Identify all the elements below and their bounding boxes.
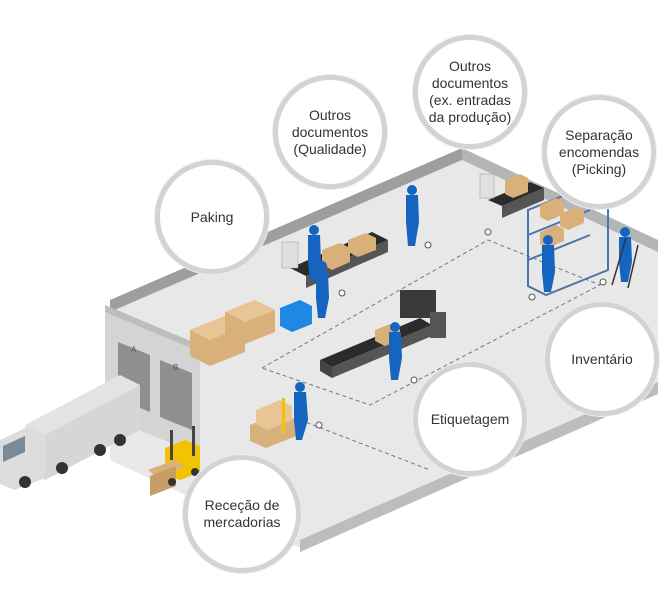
bubble-paking: Paking bbox=[155, 160, 269, 274]
conveyor-packing bbox=[280, 225, 388, 332]
bubble-qualidade-label: Outros documentos (Qualidade) bbox=[291, 106, 369, 157]
dashed-route bbox=[261, 239, 602, 406]
dock-door-b bbox=[160, 360, 192, 430]
forklift bbox=[148, 426, 200, 496]
bubble-rececao-mercadorias: Receção de mercadorias bbox=[183, 455, 301, 573]
bubble-rececao-label: Receção de mercadorias bbox=[203, 497, 281, 530]
quality-worker bbox=[406, 185, 419, 246]
door-label-b: B bbox=[173, 363, 178, 372]
dock-wall-top bbox=[105, 305, 200, 352]
conveyor-labelling bbox=[320, 290, 446, 380]
pallet-stack-dock bbox=[190, 300, 275, 366]
bubble-outros-documentos-producao: Outros documentos (ex. entradas da produ… bbox=[413, 35, 527, 149]
bubble-etiquetagem: Etiquetagem bbox=[413, 362, 527, 476]
bubble-paking-label: Paking bbox=[190, 208, 234, 225]
reception-area bbox=[250, 382, 308, 448]
conveyor-production bbox=[479, 173, 544, 218]
route-nodes bbox=[315, 228, 607, 429]
bubble-producao-label: Outros documentos (ex. entradas da produ… bbox=[428, 58, 512, 125]
bubble-separacao-encomendas: Separação encomendas (Picking) bbox=[542, 95, 656, 209]
door-label-a: A bbox=[131, 345, 137, 354]
bubble-separacao-label: Separação encomendas (Picking) bbox=[558, 126, 640, 177]
bubble-inventario-label: Inventário bbox=[571, 350, 633, 367]
delivery-truck bbox=[0, 375, 140, 490]
bubble-outros-documentos-qualidade: Outros documentos (Qualidade) bbox=[273, 75, 387, 189]
bubble-inventario: Inventário bbox=[545, 302, 659, 416]
dashed-route-2 bbox=[299, 419, 431, 471]
bubble-etiquetagem-label: Etiquetagem bbox=[430, 410, 510, 427]
